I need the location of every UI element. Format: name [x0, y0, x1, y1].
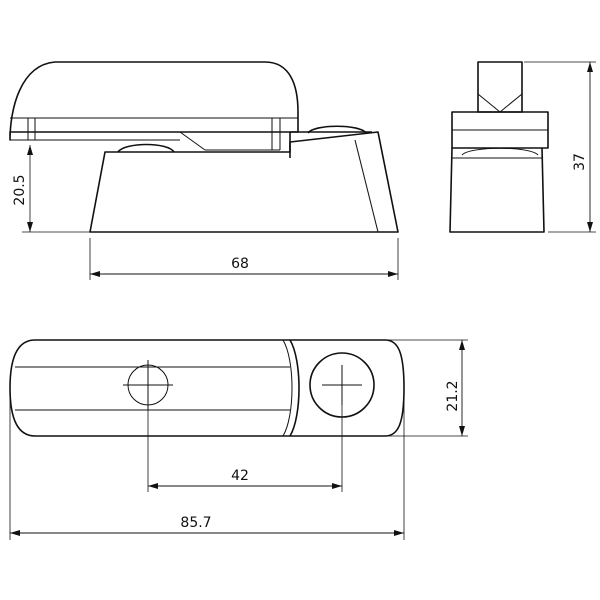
handle-outline	[9, 61, 299, 141]
base-block	[89, 131, 399, 233]
end-view: 37	[449, 61, 596, 233]
dim-total-length: 85.7	[180, 515, 211, 531]
dim-base-width: 68	[231, 256, 249, 272]
right-button	[307, 125, 367, 134]
left-button	[117, 143, 175, 153]
side-view: 20.5 68	[9, 61, 399, 280]
stem	[477, 61, 523, 113]
plan-view: 21.2 42 85.7	[9, 339, 468, 540]
plan-outline	[9, 339, 405, 437]
dim-height-side: 20.5	[12, 174, 28, 205]
dim-total-height: 37	[572, 153, 588, 171]
dim-hole-spacing: 42	[231, 468, 249, 484]
dim-width-plan: 21.2	[445, 380, 461, 411]
end-body	[449, 147, 545, 233]
